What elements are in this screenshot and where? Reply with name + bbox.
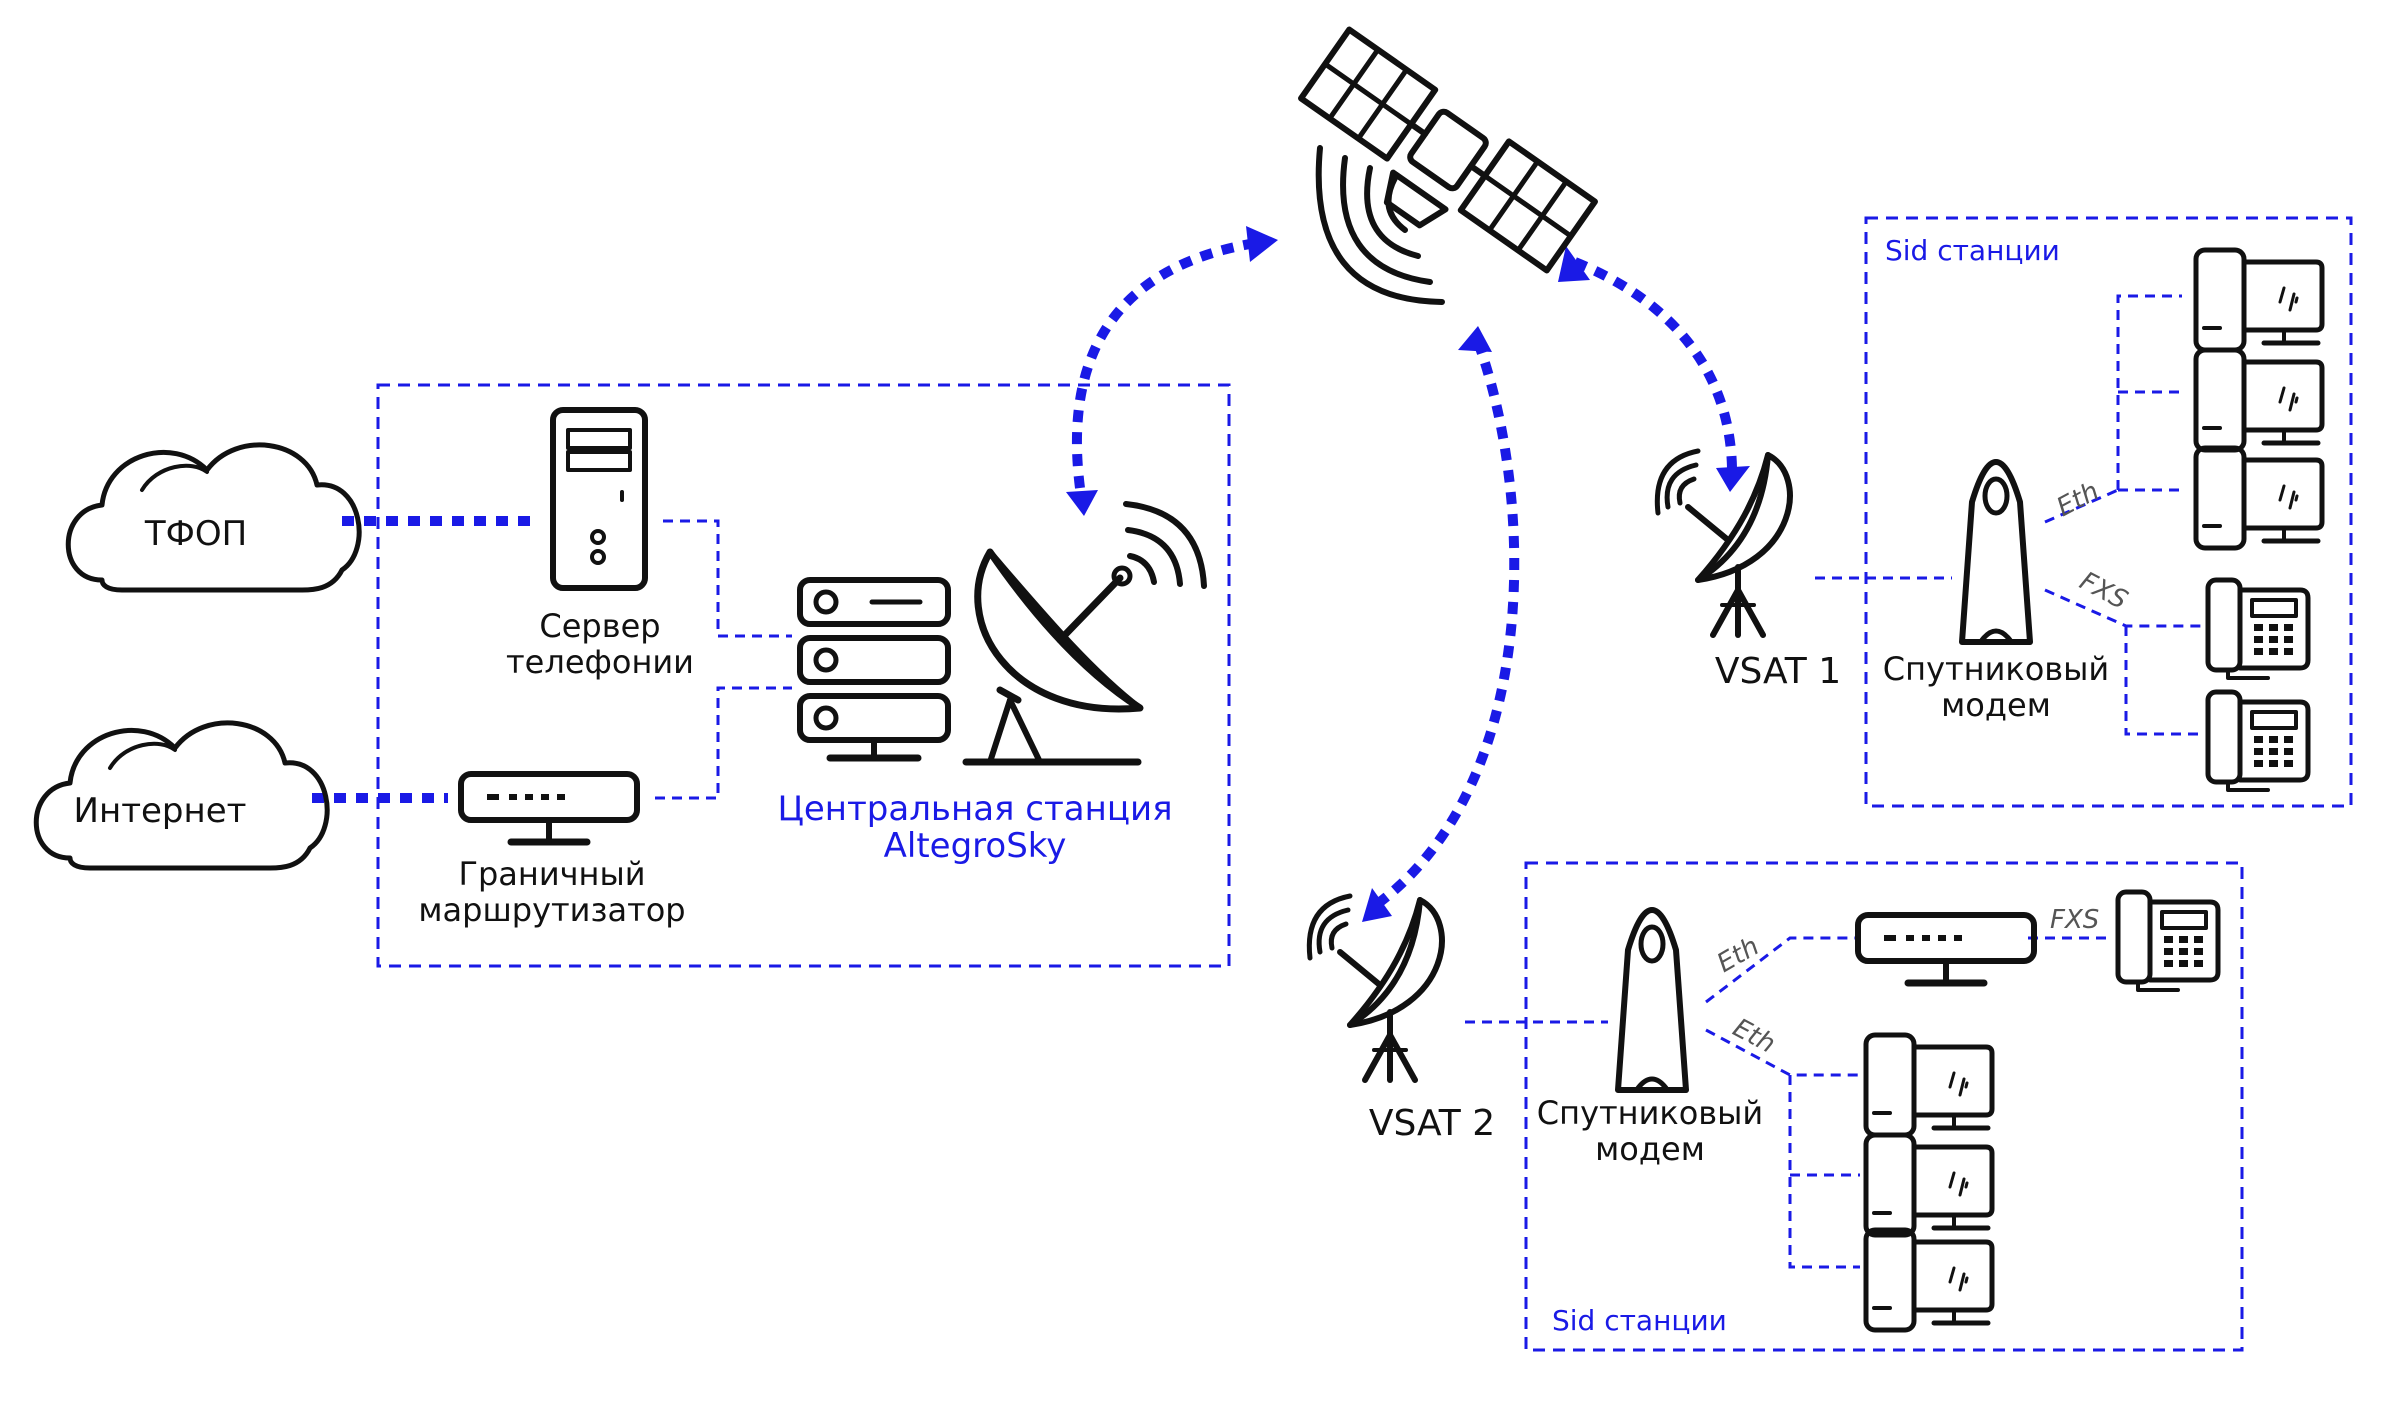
central-station-label-line2: AltegroSky [884, 826, 1067, 866]
vsat2-modem-label-line2: модем [1595, 1130, 1705, 1168]
internet-label: Интернет [74, 791, 247, 831]
central-station-label-line1: Центральная станция [777, 789, 1172, 829]
router-icon [461, 774, 637, 842]
router-to-rack-link [655, 686, 792, 800]
central-station-box [376, 383, 1231, 968]
link-arrowheads [1066, 226, 1750, 922]
desktop-computer-icon [2196, 448, 2322, 548]
ip-phone-icon [2118, 892, 2218, 990]
vsat2-modem-label-line1: Спутниковый [1537, 1094, 1763, 1132]
vsat2-satellite-link [1376, 340, 1520, 906]
vsat1-site-box [1864, 216, 2353, 808]
vsat2-fxs-label: FXS [2050, 905, 2099, 935]
desktop-computer-icon [2196, 250, 2322, 350]
ip-phone-icon [2208, 692, 2308, 790]
desktop-computer-icon [1866, 1035, 1992, 1135]
vsat1-eth-bus [2116, 294, 2182, 490]
modem-icon [1618, 910, 1686, 1090]
vsat2-site-box [1524, 861, 2244, 1352]
satellite-signal-icon [1315, 145, 1445, 305]
vsat2-eth-top-label: Eth [1712, 931, 1764, 979]
vsat1-label: VSAT 1 [1715, 651, 1841, 692]
vsat2-eth-bottom-label: Eth [1728, 1013, 1780, 1060]
lan-links [655, 294, 2202, 1269]
router-label-line2: маршрутизатор [418, 891, 685, 929]
vsat1-box-title: Sid станции [1885, 234, 2060, 267]
server-tower-icon [550, 407, 648, 591]
boundary-boxes [376, 216, 2353, 1352]
desktop-computer-icon [1866, 1135, 1992, 1235]
router-icon [1858, 915, 2034, 983]
satellite-dish-icon [962, 501, 1207, 766]
vsat2-label: VSAT 2 [1369, 1103, 1495, 1144]
vsat-antenna-icon [1309, 896, 1442, 1080]
vsat1-modem-label-line1: Спутниковый [1883, 650, 2109, 688]
desktop-computer-icon [2196, 350, 2322, 450]
vsat1-modem-label-line2: модем [1941, 686, 2051, 724]
pstn-label: ТФОП [144, 514, 247, 554]
uplinks [312, 237, 1737, 906]
modem-icon [1962, 462, 2030, 642]
vsat1-eth-link [2044, 488, 2119, 524]
vsat1-satellite-link [1573, 257, 1737, 469]
vsat1-fxs-bus [2124, 626, 2202, 736]
server-label-line2: телефонии [506, 643, 694, 681]
ip-phone-icon [2208, 580, 2308, 678]
server-label-line1: Сервер [539, 607, 660, 645]
central-satellite-link [1071, 237, 1263, 489]
desktop-computer-icon [1866, 1230, 1992, 1330]
vsat2-box-title: Sid станции [1552, 1304, 1727, 1337]
vsat2-eth-bus [1788, 1075, 1860, 1269]
router-label-line1: Граничный [458, 855, 645, 893]
satellite-icon [1298, 26, 1598, 274]
vsat2-eth-top-link [1705, 936, 1860, 1004]
vsat1-eth-label: Eth [2052, 476, 2104, 523]
server-rack-icon [797, 577, 951, 762]
server-to-rack-link [663, 519, 792, 638]
vsat2-eth-bottom-link [1705, 1028, 1860, 1077]
